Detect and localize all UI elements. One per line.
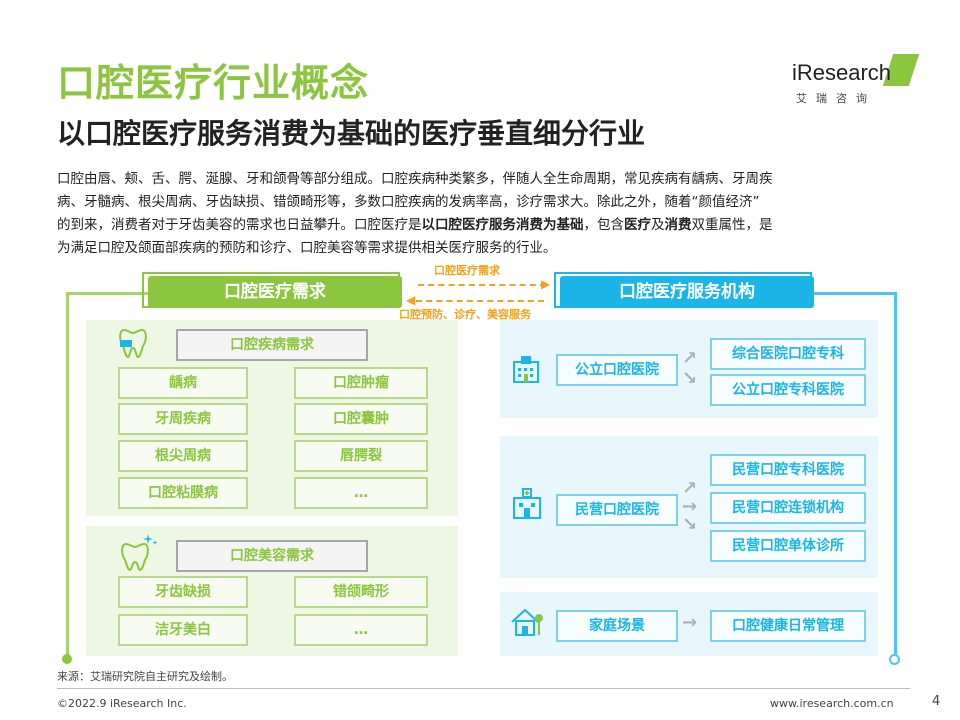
- home-sub-box: 口腔健康日常管理: [710, 610, 866, 642]
- demand-header: 口腔医疗需求: [142, 272, 402, 308]
- disease-title: 口腔疾病需求: [176, 329, 368, 361]
- left-frame-dot: [62, 654, 72, 664]
- beauty-panel: 口腔美容需求 牙齿缺损 错颌畸形 洁牙美白 …: [86, 526, 458, 656]
- arrow-right-icon: ▶: [541, 277, 551, 291]
- arrow-line-bottom: [416, 300, 544, 302]
- private-hospital-box: 民营口腔医院: [556, 494, 678, 526]
- disease-panel: 口腔疾病需求 龋病 口腔肿瘤 牙周疾病 口腔囊肿 根尖周病 唇腭裂 口腔粘膜病 …: [86, 320, 458, 516]
- website-url: www.iresearch.com.cn: [770, 697, 894, 710]
- sparkle-tooth-icon: [121, 534, 158, 572]
- home-scene-box: 家庭场景: [556, 610, 678, 642]
- chevron-down-right-icon: ↘: [682, 514, 698, 535]
- right-frame-line: [814, 292, 897, 661]
- provider-header: 口腔医疗服务机构: [554, 272, 814, 308]
- private-panel: 民营口腔医院 ↗ → ↘ 民营口腔专科医院 民营口腔连锁机构 民营口腔单体诊所: [500, 436, 878, 578]
- right-frame-dot: [889, 654, 900, 665]
- private-sub-box: 民营口腔专科医院: [710, 454, 866, 486]
- public-sub-box: 公立口腔专科医院: [710, 374, 866, 406]
- disease-item: 根尖周病: [118, 440, 248, 472]
- disease-item: 口腔粘膜病: [118, 477, 248, 509]
- intro-line: 的到来，消费者对于牙齿美容的需求也日益攀升。口腔医疗是以口腔医疗服务消费为基础，…: [57, 217, 773, 233]
- source-note: 来源：艾瑞研究院自主研究及绘制。: [57, 670, 233, 683]
- home-panel: 家庭场景 → 口腔健康日常管理: [500, 592, 878, 656]
- intro-paragraph: 口腔由唇、颊、舌、腭、涎腺、牙和颌骨等部分组成。口腔疾病种类繁多，伴随人全生命周…: [57, 168, 907, 260]
- beauty-item: 牙齿缺损: [118, 576, 248, 608]
- chevron-right-icon: →: [682, 612, 698, 633]
- disease-item: 龋病: [118, 367, 248, 399]
- page-title: 口腔医疗行业概念: [57, 61, 370, 105]
- beauty-item: …: [294, 614, 428, 646]
- tooth-icon: [119, 328, 147, 359]
- page-subtitle: 以口腔医疗服务消费为基础的医疗垂直细分行业: [57, 117, 646, 150]
- hospital-icon: [513, 356, 539, 383]
- disease-item: …: [294, 477, 428, 509]
- copyright: ©2022.9 iResearch Inc.: [57, 697, 187, 710]
- intro-line: 病、牙髓病、根尖周病、牙齿缺损、错颌畸形等，多数口腔疾病的发病率高，诊疗需求大。…: [57, 194, 760, 210]
- intro-line: 为满足口腔及颌面部疾病的预防和诊疗、口腔美容等需求提供相关医疗服务的行业。: [57, 240, 557, 256]
- footer-divider: [57, 688, 910, 689]
- page-number: 4: [932, 694, 941, 709]
- disease-item: 唇腭裂: [294, 440, 428, 472]
- beauty-item: 错颌畸形: [294, 576, 428, 608]
- private-sub-box: 民营口腔连锁机构: [710, 492, 866, 524]
- public-hospital-box: 公立口腔医院: [556, 354, 678, 386]
- intro-line: 口腔由唇、颊、舌、腭、涎腺、牙和颌骨等部分组成。口腔疾病种类繁多，伴随人全生命周…: [57, 171, 773, 187]
- chevron-up-right-icon: ↗: [682, 478, 698, 499]
- chevron-down-right-icon: ↘: [682, 368, 698, 389]
- private-sub-box: 民营口腔单体诊所: [710, 530, 866, 562]
- chevron-right-icon: →: [682, 496, 698, 517]
- disease-item: 口腔囊肿: [294, 403, 428, 435]
- chevron-up-right-icon: ↗: [682, 348, 698, 369]
- logo-main-text: iResearch: [792, 60, 892, 85]
- arrow-left-icon: ◀: [406, 293, 416, 307]
- arrow-label-service: 口腔预防、诊疗、美容服务: [399, 308, 531, 321]
- public-sub-box: 综合医院口腔专科: [710, 338, 866, 370]
- disease-item: 口腔肿瘤: [294, 367, 428, 399]
- beauty-title: 口腔美容需求: [176, 540, 368, 572]
- beauty-item: 洁牙美白: [118, 614, 248, 646]
- disease-item: 牙周疾病: [118, 403, 248, 435]
- iresearch-logo: iResearch 艾瑞咨询: [792, 54, 920, 110]
- arrow-label-demand: 口腔医疗需求: [434, 264, 500, 277]
- house-icon: [511, 608, 543, 636]
- left-frame-line: [66, 292, 151, 661]
- arrow-line-top: [418, 284, 546, 286]
- public-panel: 公立口腔医院 ↗ ↘ 综合医院口腔专科 公立口腔专科医院: [500, 320, 878, 418]
- logo-sub-text: 艾瑞咨询: [796, 92, 876, 105]
- clinic-icon: [513, 488, 541, 519]
